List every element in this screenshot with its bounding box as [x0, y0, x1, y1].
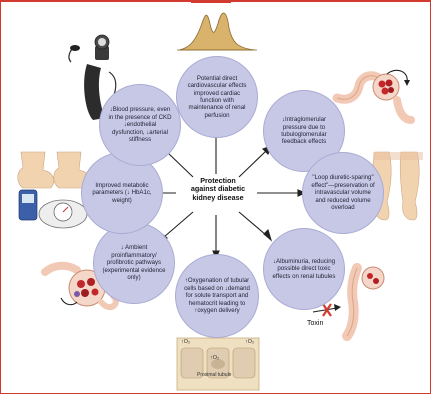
o2-label-left: ↑O₂ — [181, 339, 190, 345]
circle-intraglomerular-text: ↓Intraglomerular pressure due to tubulog… — [264, 116, 344, 146]
arrow-down-right — [239, 212, 266, 235]
circle-blood-pressure-text: ↓Blood pressure, even in the presence of… — [100, 106, 180, 143]
circle-oxygenation-text: ↑Oxygenation of tubular cells based on ↓… — [176, 277, 258, 314]
o2-label-right: ↑O₂ — [245, 339, 254, 345]
circle-albuminuria: ↓Albuminuria, reducing possible direct t… — [263, 228, 345, 310]
circle-loop-diuretic-text: "Loop diuretic-sparing" effect"—preserva… — [303, 174, 383, 211]
cardiac-curve-illustration — [177, 2, 257, 50]
arrow-down-right-head — [264, 230, 271, 240]
arrow-down-left — [164, 212, 193, 237]
center-title: Protection against diabetic kidney disea… — [178, 177, 258, 202]
circle-cardiovascular: Potential direct cardiovascular effects … — [176, 56, 258, 138]
circle-proinflammatory: ↓ Ambient proinflammatory/ profibrotic p… — [93, 222, 175, 304]
circle-loop-diuretic: "Loop diuretic-sparing" effect"—preserva… — [302, 152, 384, 234]
circle-albuminuria-text: ↓Albuminuria, reducing possible direct t… — [264, 258, 344, 280]
circle-blood-pressure: ↓Blood pressure, even in the presence of… — [99, 84, 181, 166]
circle-proinflammatory-text: ↓ Ambient proinflammatory/ profibrotic p… — [94, 244, 174, 281]
toxin-label: Toxin — [307, 320, 323, 327]
metabolic-illustration — [18, 152, 90, 228]
circle-oxygenation: ↑Oxygenation of tubular cells based on ↓… — [175, 254, 259, 338]
circle-cardiovascular-text: Potential direct cardiovascular effects … — [177, 75, 257, 119]
proximal-tubule-label: Proximal tubule — [197, 372, 231, 378]
arrow-up-right — [239, 151, 266, 177]
o2-label-center: ↑O₂ — [210, 355, 219, 361]
arrow-up-left — [167, 152, 193, 177]
proximal-tubule-illustration — [177, 338, 259, 390]
circle-metabolic-text: Improved metabolic parameters (↓ HbA1c, … — [82, 182, 162, 204]
glomerulus-feedback-illustration — [337, 70, 411, 120]
